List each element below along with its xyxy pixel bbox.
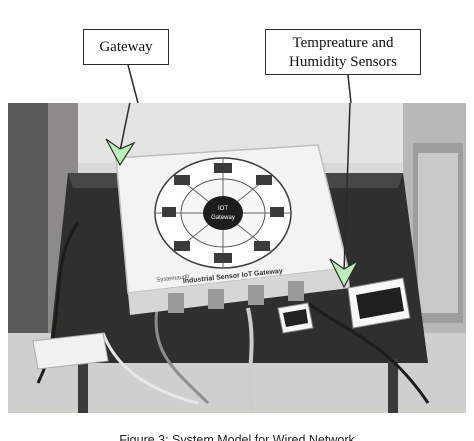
callout-leader-lines	[127, 64, 352, 104]
sensors-callout: Tempreature and Humidity Sensors	[265, 29, 421, 75]
gateway-callout: Gateway	[83, 29, 169, 65]
sensors-label-line2: Humidity Sensors	[289, 54, 397, 70]
sensors-label-line1: Tempreature and	[292, 35, 394, 51]
figure-caption: Figure 3: System Model for Wired Network	[0, 424, 474, 441]
panel-brand: Systemaudit	[156, 274, 190, 283]
hub-text-line2: Gateway	[211, 215, 235, 221]
figure-caption-text: Figure 3: System Model for Wired Network	[119, 433, 355, 441]
gateway-label: Gateway	[99, 39, 153, 55]
device-photo: IOT Gateway Industrial Sensor IoT Gatewa…	[8, 103, 466, 413]
hub-text-line1: IOT	[218, 206, 228, 212]
